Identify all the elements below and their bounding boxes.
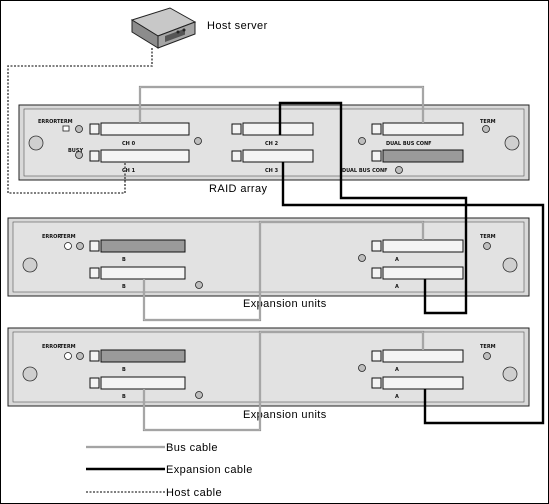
legend: Bus cable Expansion cable Host cable (86, 442, 253, 499)
expansion-unit-2-panel: ERROR TERM B B A TERM A (7, 327, 530, 407)
raid-array-caption: RAID array (209, 183, 267, 195)
ch3-connector[interactable] (242, 149, 314, 163)
eu1-b-label-lower: B (122, 284, 126, 290)
ch2-label: CH 2 (265, 141, 279, 147)
ch0-port-square (89, 123, 100, 135)
eu1-b-terminator-icon (195, 281, 203, 289)
term-right-button[interactable] (482, 125, 490, 133)
eu2-a-connector-lower[interactable] (382, 376, 464, 390)
ch2-port-square (231, 123, 242, 135)
eu2-a-port-lower-square (371, 377, 382, 389)
eu2-b-connector-upper[interactable] (100, 349, 186, 363)
ch1-connector[interactable] (100, 149, 190, 163)
ch2-connector[interactable] (242, 122, 314, 136)
eu1-a-label-lower: A (395, 284, 399, 290)
screw-icon (28, 135, 44, 151)
legend-host-label: Host cable (166, 487, 222, 499)
eu1-b-connector-lower[interactable] (100, 266, 186, 280)
ch3-label: CH 3 (265, 168, 279, 174)
screw-icon (22, 366, 38, 382)
eu2-b-label-upper: B (122, 367, 126, 373)
legend-expansion-label: Expansion cable (166, 464, 253, 476)
eu2-a-port-upper-square (371, 350, 382, 362)
expansion-unit-1-caption: Expansion units (243, 298, 327, 310)
eu1-a-port-lower-square (371, 267, 382, 279)
error-led-icon (64, 352, 72, 360)
screw-icon (504, 135, 520, 151)
host-server-label: Host server (207, 20, 268, 32)
dual-bus-lower-terminator-icon (395, 166, 403, 174)
eu2-a-label-upper: A (395, 367, 399, 373)
eu2-a-label-lower: A (395, 394, 399, 400)
error-led-icon (64, 242, 72, 250)
raid-busy-label: BUSY (68, 148, 83, 154)
eu2-b-connector-lower[interactable] (100, 376, 186, 390)
ch1-port-square (89, 150, 100, 162)
eu2-b-port-lower-square (89, 377, 100, 389)
eu1-b-port-upper-square (89, 240, 100, 252)
eu1-term-label: TERM (60, 234, 76, 240)
host-server-icon (130, 7, 197, 49)
term-button[interactable] (76, 242, 84, 250)
eu1-term-right-label: TERM (480, 234, 496, 240)
eu1-a-label-upper: A (395, 257, 399, 263)
term-button[interactable] (76, 352, 84, 360)
raid-term-label: TERM (57, 119, 73, 125)
eu2-error-label: ERROR (42, 344, 61, 350)
ch0-terminator-icon (194, 137, 202, 145)
dual-bus-port-square-lower (371, 150, 382, 162)
ch1-label: CH 1 (122, 168, 136, 174)
eu1-a-connector-upper[interactable] (382, 239, 464, 253)
screw-icon (502, 257, 518, 273)
error-led-icon (62, 125, 70, 132)
eu1-a-port-upper-square (371, 240, 382, 252)
expansion-cable-ch2 (278, 101, 468, 315)
term-button[interactable] (75, 125, 83, 133)
dual-bus-label: DUAL BUS CONF (386, 141, 432, 147)
screw-icon (502, 366, 518, 382)
eu1-b-connector-upper[interactable] (100, 239, 186, 253)
eu2-b-port-upper-square (89, 350, 100, 362)
dual-bus-connector-upper[interactable] (382, 122, 464, 136)
expansion-unit-2-caption: Expansion units (243, 409, 327, 421)
raid-error-label: ERROR (38, 119, 57, 125)
eu2-term-label: TERM (60, 344, 76, 350)
ch0-label: CH 0 (122, 141, 136, 147)
eu1-b-label-upper: B (122, 257, 126, 263)
ch0-connector[interactable] (100, 122, 190, 136)
expansion-unit-1-panel: ERROR TERM B B A TERM A (7, 217, 530, 297)
raid-term-right-label: TERM (480, 119, 496, 125)
host-cable (7, 48, 153, 194)
term-right-button[interactable] (483, 352, 491, 360)
expansion-cable-ch3 (281, 162, 545, 425)
dual-bus-port-square (371, 123, 382, 135)
eu1-a-connector-lower[interactable] (382, 266, 464, 280)
term-right-button[interactable] (483, 242, 491, 250)
dual-bus-label-lower: DUAL BUS CONF (342, 168, 388, 174)
eu2-term-right-label: TERM (480, 344, 496, 350)
legend-bus-label: Bus cable (166, 442, 218, 454)
eu1-a-terminator-icon (358, 254, 366, 262)
dual-bus-terminator-icon (358, 137, 366, 145)
eu2-b-terminator-icon (195, 391, 203, 399)
screw-icon (22, 257, 38, 273)
eu1-b-port-lower-square (89, 267, 100, 279)
eu2-b-label-lower: B (122, 394, 126, 400)
eu2-a-terminator-icon (358, 364, 366, 372)
ch3-port-square (231, 150, 242, 162)
raid-array-panel: ERROR TERM BUSY CH 0 CH 1 CH 2 CH 3 DUAL… (18, 104, 530, 181)
eu1-error-label: ERROR (42, 234, 61, 240)
dual-bus-connector-lower[interactable] (382, 149, 464, 163)
eu2-a-connector-upper[interactable] (382, 349, 464, 363)
busy-led-icon (75, 151, 83, 159)
